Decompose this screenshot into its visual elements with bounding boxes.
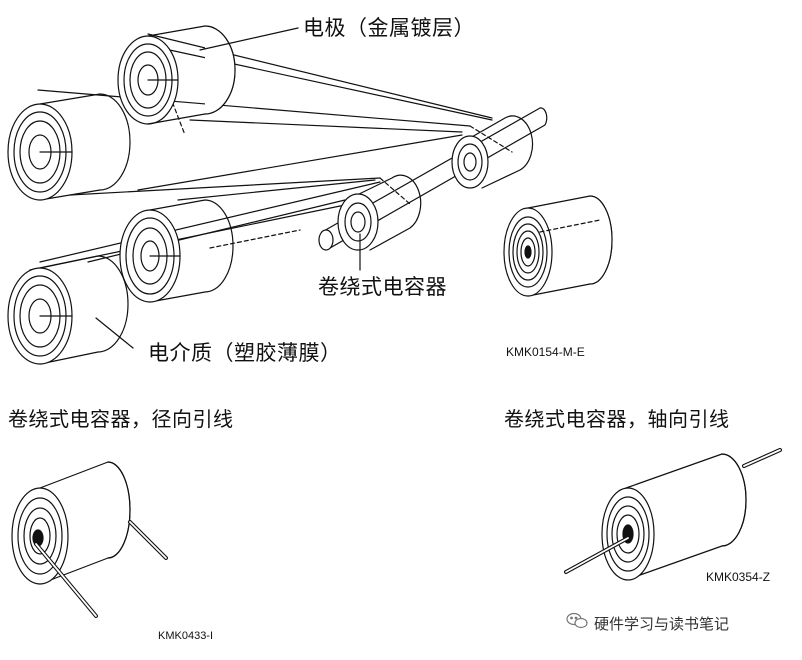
- winding-assembly: [7, 25, 613, 365]
- wound-capacitor-label: 卷绕式电容器: [318, 275, 447, 299]
- dielectric-label: 电介质（塑胶薄膜）: [148, 341, 342, 365]
- center-supply-roll: [119, 199, 234, 303]
- left-supply-roll-lower: [7, 255, 129, 365]
- axial-lead-title: 卷绕式电容器，轴向引线: [504, 407, 730, 431]
- watermark: 硬件学习与读书笔记: [566, 612, 729, 634]
- figure-code-axial: KMK0354-Z: [706, 570, 771, 584]
- winding-mandrel: [318, 107, 548, 251]
- axial-lead-capacitor: [564, 448, 782, 581]
- top-supply-roll: [117, 25, 236, 125]
- leader-lines: [95, 27, 361, 349]
- electrode-label: 电极（金属镀层）: [303, 16, 475, 40]
- film-strips: [29, 33, 513, 271]
- radial-lead-title: 卷绕式电容器，径向引线: [8, 407, 234, 431]
- figure-code-top: KMK0154-M-E: [506, 345, 585, 359]
- wechat-icon: [566, 612, 588, 634]
- figure-code-radial: KMK0433-I: [158, 630, 214, 642]
- watermark-text: 硬件学习与读书笔记: [594, 614, 730, 633]
- finished-wound-capacitor: [503, 195, 613, 297]
- radial-lead-capacitor: [11, 461, 168, 618]
- left-supply-roll-upper: [7, 93, 131, 201]
